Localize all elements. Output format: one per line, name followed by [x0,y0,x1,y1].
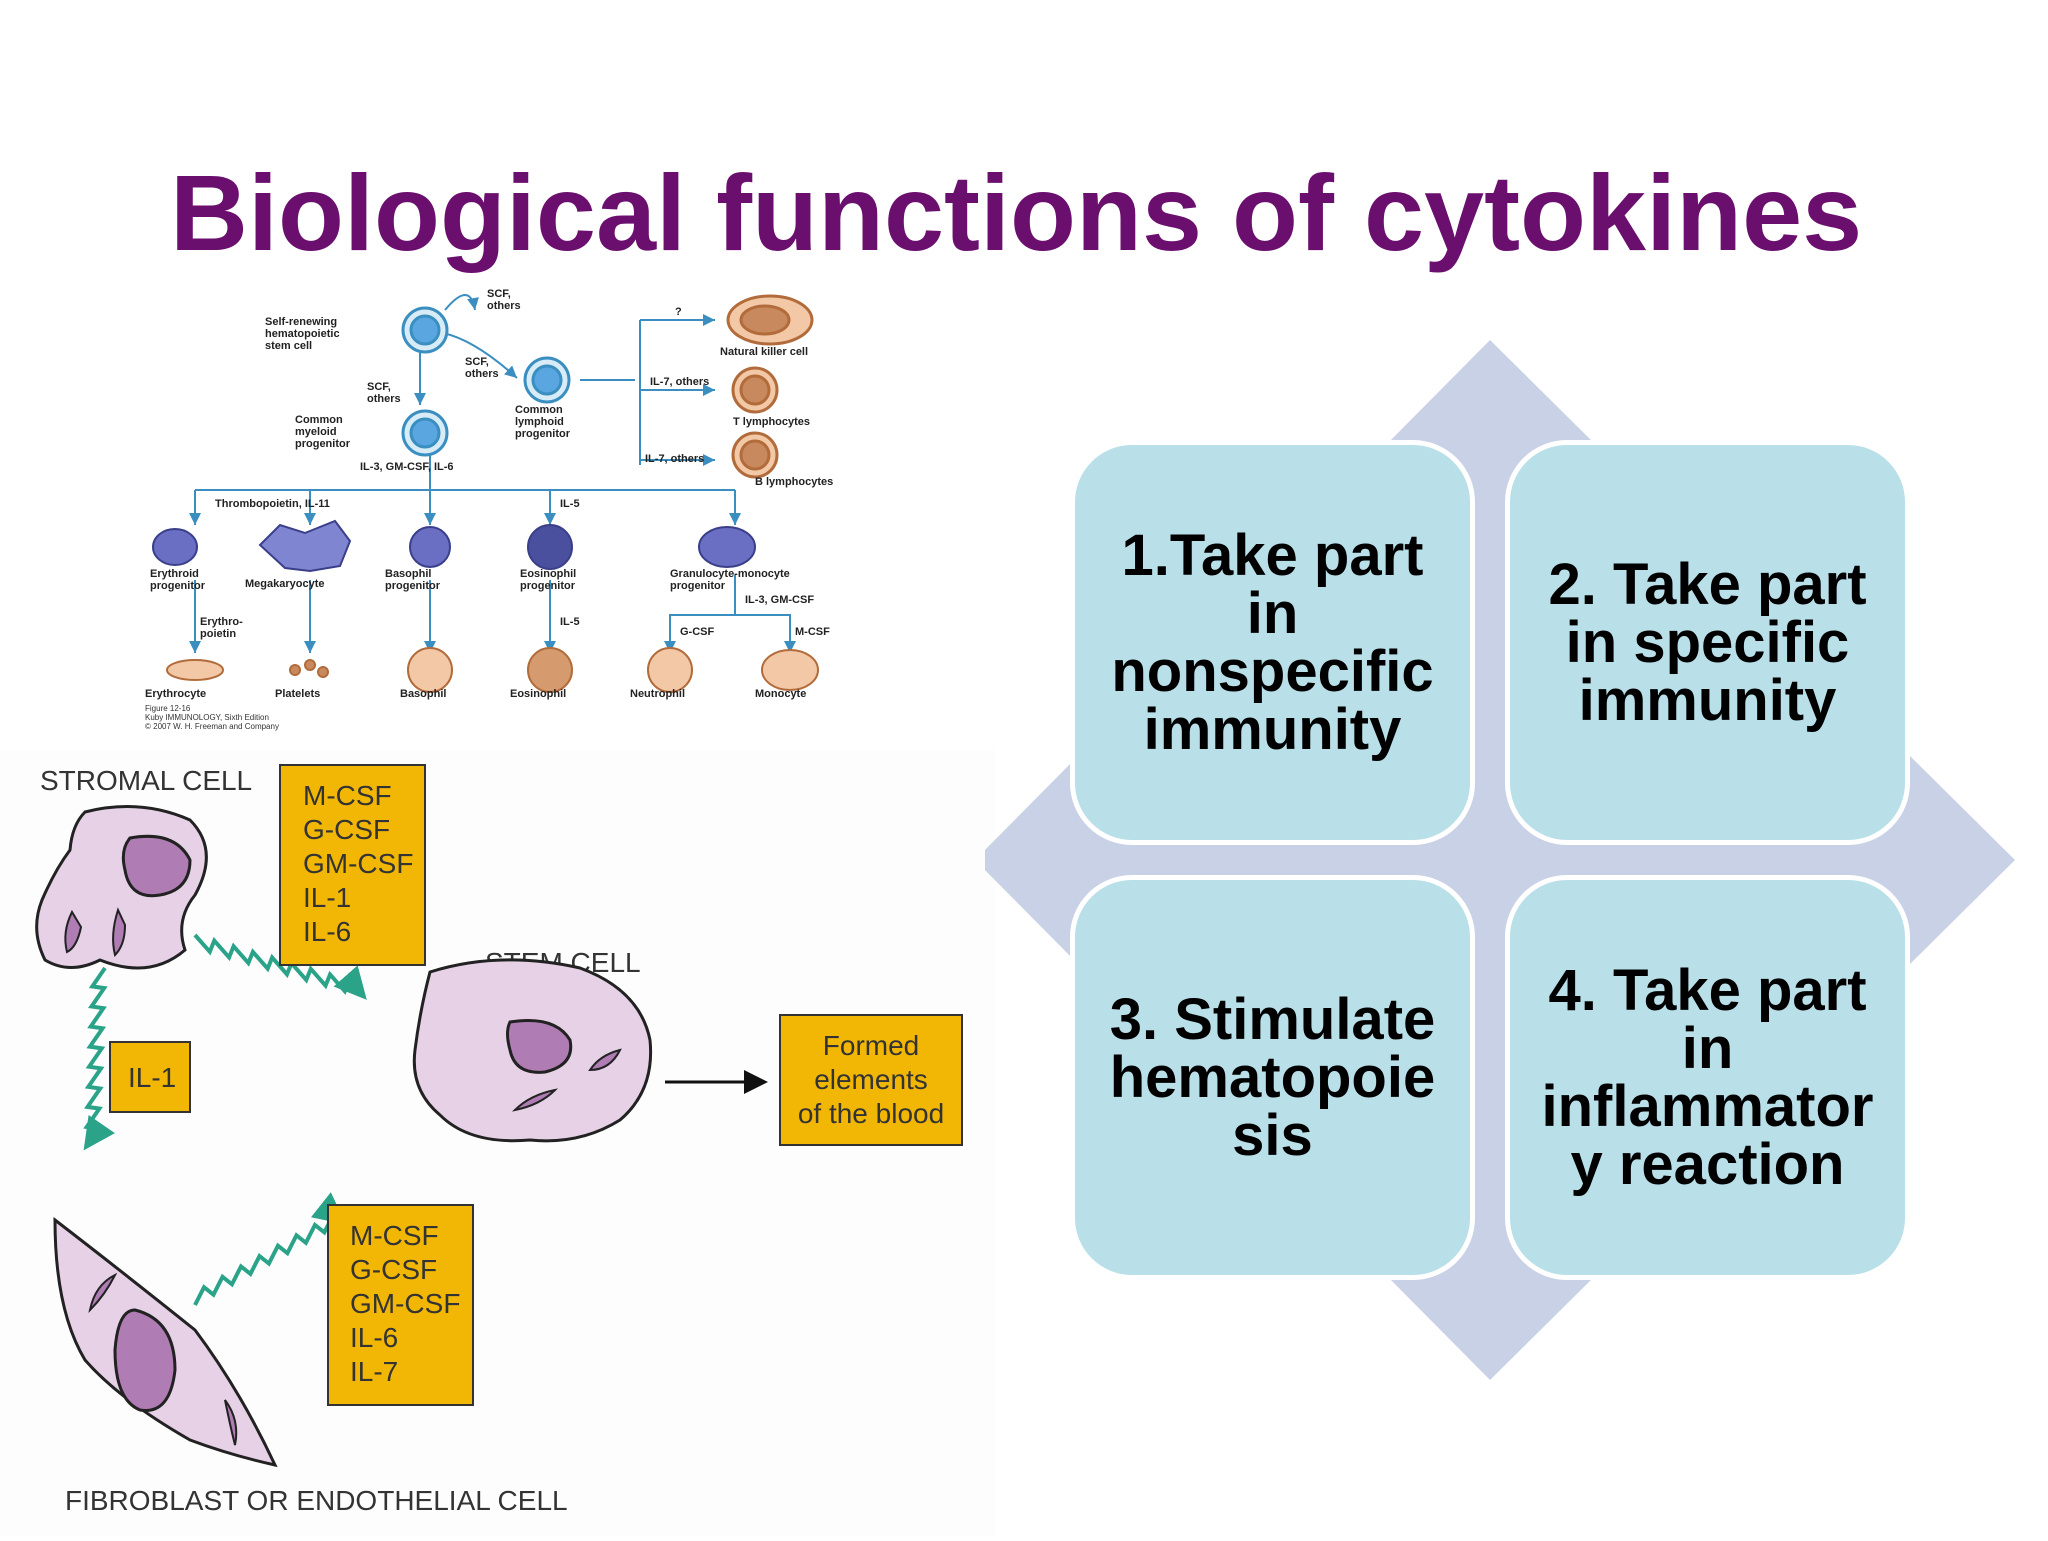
label-neutrophil: Neutrophil [630,688,685,700]
function-box-2: 2. Take part in specific immunity [1505,440,1910,845]
function-box-3: 3. Stimulate hematopoie sis [1070,875,1475,1280]
fibroblast-label: FIBROBLAST OR ENDOTHELIAL CELL [65,1485,568,1516]
label-scf-left: SCF,others [367,381,401,405]
cytokine-box-il1 [109,1041,191,1113]
label-mega: Megakaryocyte [245,578,325,590]
label-erythrocyte: Erythrocyte [145,688,206,700]
label-t: T lymphocytes [733,416,810,428]
cytokine-box-il1-text: IL-1 [128,1062,176,1093]
label-il5-top: IL-5 [560,498,580,510]
label-basophil: Basophil [400,688,446,700]
function-label-1: 1.Take part in nonspecific immunity [1111,522,1434,762]
slide-title: Biological functions of cytokines [170,152,1863,273]
label-epo: Erythro-poietin [200,616,243,640]
function-label-3: 3. Stimulate hematopoie sis [1109,986,1436,1168]
label-b: B lymphocytes [755,476,833,488]
label-monocyte: Monocyte [755,688,806,700]
function-label-4: 4. Take part in inflammator y reaction [1541,957,1874,1197]
function-box-1: 1.Take part in nonspecific immunity [1070,440,1475,845]
label-scf-top: SCF,others [487,288,521,312]
cytokine-box-top [279,764,426,966]
cytokine-box-bottom [327,1204,474,1406]
label-nk-q: ? [675,306,682,318]
function-matrix: 1.Take part in nonspecific immunity 2. T… [985,340,2015,1390]
function-box-4: 4. Take part in inflammator y reaction [1505,875,1910,1280]
label-il7-t: IL-7, others [650,376,709,388]
stromal-diagram: STROMAL CELL STEM CELL FIBROBLAST OR END… [35,764,963,1516]
label-mcsf: M-CSF [795,626,830,638]
label-il7-b: IL-7, others [645,453,704,465]
stromal-cell-label: STROMAL CELL [40,765,252,796]
function-label-2: 2. Take part in specific immunity [1548,551,1867,733]
label-platelets: Platelets [275,688,320,700]
label-il3gm: IL-3, GM-CSF [745,594,814,606]
label-tpo: Thrombopoietin, IL-11 [215,498,330,510]
label-myeloid-cytokines: IL-3, GM-CSF, IL-6 [360,461,454,473]
label-il5-bot: IL-5 [560,616,580,628]
label-eosinophil: Eosinophil [510,688,566,700]
label-gcsf: G-CSF [680,626,715,638]
stromal-figure: STROMAL CELL STEM CELL FIBROBLAST OR END… [0,750,995,1536]
label-scf-mid: SCF,others [465,356,499,380]
label-nk: Natural killer cell [720,346,808,358]
formed-elements-box [779,1014,963,1146]
